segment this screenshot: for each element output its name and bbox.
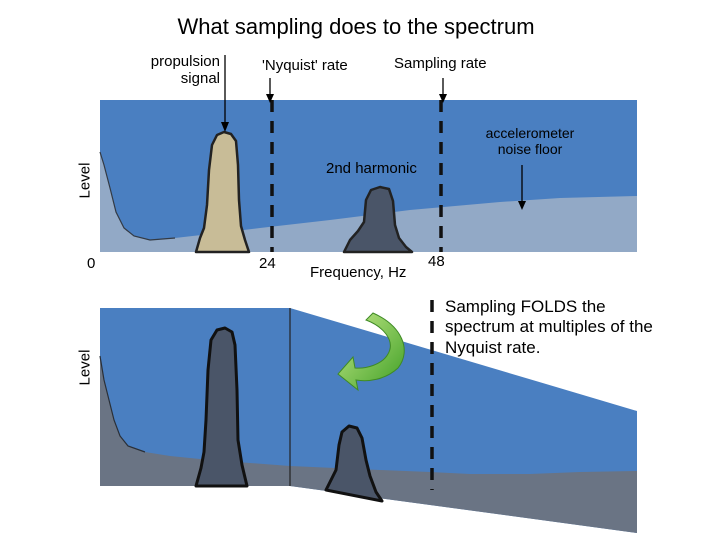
second-harmonic-label: 2nd harmonic — [326, 160, 417, 177]
propulsion-peak — [194, 130, 251, 254]
bottom-left-floor — [100, 356, 290, 486]
harmonic-peak — [342, 185, 414, 254]
folded-harmonic-peak — [324, 424, 384, 503]
level-axis-label-bottom: Level — [76, 349, 94, 386]
folding-note: Sampling FOLDS the spectrum at multiples… — [445, 297, 653, 357]
page-title: What sampling does to the spectrum — [177, 14, 535, 39]
level-axis-label-top: Level — [76, 162, 94, 199]
propulsion-pointer-head — [221, 122, 229, 132]
axis-tick-24: 24 — [259, 255, 276, 272]
frequency-axis-label: Frequency, Hz — [310, 264, 407, 281]
sampling-rate-label: Sampling rate — [394, 55, 487, 72]
nyquist-pointer-head — [266, 94, 274, 103]
top-noise-floor-outline — [99, 151, 176, 241]
nyquist-rate-label: 'Nyquist' rate — [262, 57, 348, 74]
bottom-left-panel — [100, 308, 290, 486]
noise-floor-pointer-head — [518, 201, 526, 210]
top-noise-floor — [100, 152, 637, 252]
bottom-right-floor — [290, 466, 637, 533]
axis-tick-48: 48 — [428, 253, 445, 270]
propulsion-signal-label: propulsion signal — [150, 53, 220, 88]
bottom-left-floor-outline — [99, 355, 146, 453]
noise-floor-label: accelerometer noise floor — [485, 125, 575, 158]
folded-propulsion-peak — [194, 326, 249, 488]
fold-arrow — [337, 312, 405, 392]
sampling-pointer-head — [439, 94, 447, 103]
axis-tick-0: 0 — [87, 255, 96, 272]
